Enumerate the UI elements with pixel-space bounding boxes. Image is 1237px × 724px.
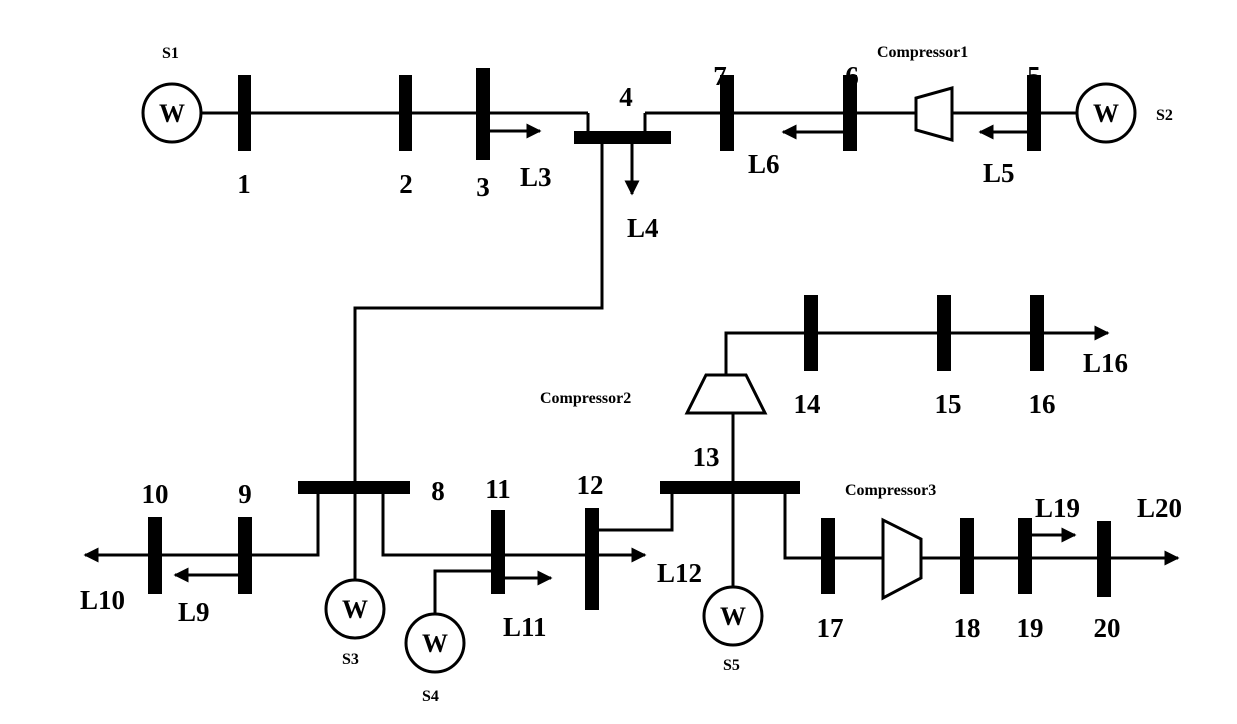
label-node-14: 14: [794, 389, 821, 419]
label-l4: L4: [627, 213, 659, 243]
node-13: [660, 481, 800, 494]
nodes: [148, 68, 1111, 610]
node-3: [476, 68, 490, 160]
source-labels: S1 S2 S3 S4 S5: [162, 45, 1173, 705]
node-17: [821, 518, 835, 594]
label-s2: S2: [1156, 107, 1173, 124]
node-16: [1030, 295, 1044, 371]
label-l9: L9: [178, 597, 210, 627]
pipe-12-13: [592, 493, 674, 532]
node-7: [720, 75, 734, 151]
source-s3-icon: [324, 578, 386, 640]
node-2: [399, 75, 412, 151]
compressor2-icon: [684, 373, 768, 415]
compressor3-icon: [881, 517, 923, 601]
node-12: [585, 508, 599, 610]
pipe-compressor2-16: [724, 331, 1100, 375]
node-19: [1018, 518, 1032, 594]
node-10: [148, 517, 162, 594]
arrow-l11: [496, 570, 553, 586]
label-compressor2: Compressor2: [540, 390, 631, 407]
node-1: [238, 75, 251, 151]
label-node-5: 5: [1027, 61, 1041, 91]
node-15: [937, 295, 951, 371]
label-node-20: 20: [1094, 613, 1121, 643]
sources: W W W W W: [141, 82, 1137, 674]
source-s2-icon: [1075, 82, 1137, 144]
node-11: [491, 510, 505, 594]
label-node-16: 16: [1029, 389, 1056, 419]
node-20: [1097, 521, 1111, 597]
label-node-18: 18: [954, 613, 981, 643]
pipe-s4-11: [433, 569, 498, 615]
node-18: [960, 518, 974, 594]
node-labels: 1 2 3 4 5 6 7 8 9 10 11 12 13 14 15 16 1…: [142, 61, 1121, 643]
arrow-l9: [173, 565, 247, 583]
node-8: [298, 481, 410, 494]
compressors: [684, 86, 954, 601]
label-node-10: 10: [142, 479, 169, 509]
label-s5: S5: [723, 657, 740, 674]
label-l5: L5: [983, 158, 1015, 188]
label-s4: S4: [422, 688, 439, 705]
pipe-13-compressor3: [783, 493, 883, 560]
label-s3: S3: [342, 651, 359, 668]
source-s5-symbol: W: [720, 602, 746, 631]
compressor1-icon: [914, 86, 954, 142]
label-node-17: 17: [817, 613, 844, 643]
label-l10: L10: [80, 585, 125, 615]
node-14: [804, 295, 818, 371]
node-4: [574, 131, 671, 144]
label-node-6: 6: [845, 61, 859, 91]
label-node-2: 2: [399, 169, 413, 199]
source-s1-symbol: W: [159, 99, 185, 128]
label-l3: L3: [520, 162, 552, 192]
node-9: [238, 517, 252, 594]
source-s4-symbol: W: [422, 629, 448, 658]
source-s5-icon: [702, 585, 764, 647]
node-5: [1027, 75, 1041, 151]
label-compressor1: Compressor1: [877, 44, 968, 61]
label-node-13: 13: [693, 442, 720, 472]
load-labels: L3 L4 L5 L6 L9 L10 L11 L12 L16 L19 L20: [80, 149, 1182, 642]
label-node-8: 8: [431, 476, 445, 506]
arrow-l19: [1023, 527, 1077, 546]
label-node-3: 3: [476, 172, 490, 202]
arrow-l3: [482, 122, 542, 139]
source-s3-symbol: W: [342, 595, 368, 624]
label-compressor3: Compressor3: [845, 482, 936, 499]
source-s4-icon: [404, 612, 466, 674]
label-l11: L11: [503, 612, 547, 642]
pipe-8-10: [93, 493, 320, 557]
pipe-4-8: [353, 143, 604, 581]
label-l16: L16: [1083, 348, 1128, 378]
label-l6: L6: [748, 149, 780, 179]
node-6: [843, 75, 857, 151]
label-l20: L20: [1137, 493, 1182, 523]
label-node-11: 11: [485, 474, 511, 504]
source-s1-icon: [141, 82, 203, 144]
label-node-15: 15: [935, 389, 962, 419]
label-node-19: 19: [1017, 613, 1044, 643]
label-l19: L19: [1035, 493, 1080, 523]
label-l12: L12: [657, 558, 702, 588]
compressor-labels: Compressor1 Compressor2 Compressor3: [540, 44, 968, 499]
pipelines: [93, 111, 1170, 615]
label-node-7: 7: [713, 61, 727, 91]
arrow-l5: [978, 122, 1036, 140]
label-s1: S1: [162, 45, 179, 62]
arrow-l6: [781, 122, 852, 140]
label-node-9: 9: [238, 479, 252, 509]
label-node-12: 12: [577, 470, 604, 500]
label-node-4: 4: [619, 82, 633, 112]
pipe-8-12: [381, 493, 592, 557]
label-node-1: 1: [237, 169, 251, 199]
source-s2-symbol: W: [1093, 99, 1119, 128]
